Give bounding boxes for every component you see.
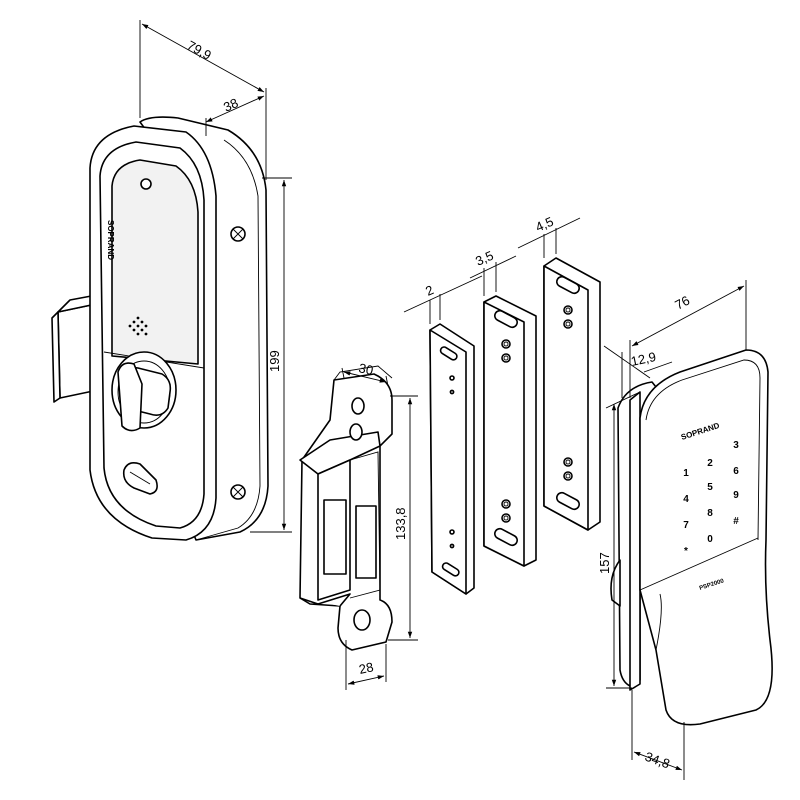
key-4: 4 (683, 494, 689, 505)
key-0: 0 (707, 534, 713, 545)
dimension-lines (139, 20, 747, 780)
key-6: 6 (733, 466, 739, 477)
spacer-plate-2mm (429, 323, 475, 595)
dim-strike-height: 133,8 (393, 507, 408, 540)
dimension-labels: 79,9 38 199 30 133,8 28 2 3,5 4,5 76 12,… (185, 38, 693, 772)
thumb-turn-knob (111, 351, 177, 432)
screw-top (230, 226, 246, 242)
key-star: * (684, 546, 688, 557)
key-9: 9 (733, 490, 739, 501)
screw-bottom (230, 484, 246, 500)
key-2: 2 (707, 458, 713, 469)
dim-spacer-2: 2 (423, 282, 436, 299)
strike-box (299, 365, 393, 651)
dim-spacer-3-5: 3,5 (473, 248, 496, 269)
dim-lock-depth: 38 (221, 95, 240, 115)
lock-body: SOPRAND (51, 116, 269, 541)
key-1: 1 (683, 468, 689, 479)
dim-keypad-height: 157 (597, 552, 612, 574)
speaker-grille (128, 316, 148, 336)
dim-strike-base: 28 (358, 659, 375, 677)
key-8: 8 (707, 508, 713, 519)
dim-keypad-width: 76 (672, 293, 692, 313)
key-hash: # (733, 516, 739, 527)
dim-lock-height: 199 (267, 350, 282, 372)
keypad-keys: 1 2 3 4 5 6 7 8 9 * 0 # (683, 440, 739, 557)
dim-spacer-4-5: 4,5 (533, 214, 556, 235)
key-5: 5 (707, 482, 713, 493)
key-3: 3 (733, 440, 739, 451)
dim-strike-width: 30 (357, 360, 374, 378)
lock-brand-label: SOPRAND (106, 220, 115, 260)
dim-keypad-thickness: 34,8 (643, 749, 672, 772)
spacer-plate-3-5mm (483, 295, 537, 567)
key-7: 7 (683, 520, 689, 531)
dim-lock-width: 79,9 (185, 38, 214, 63)
spacer-plate-4-5mm (543, 257, 601, 531)
keypad-unit: SOPRAND PSP2000 1 2 3 4 5 6 7 8 9 * 0 # (610, 349, 773, 726)
dim-keypad-depth: 12,9 (630, 349, 658, 369)
